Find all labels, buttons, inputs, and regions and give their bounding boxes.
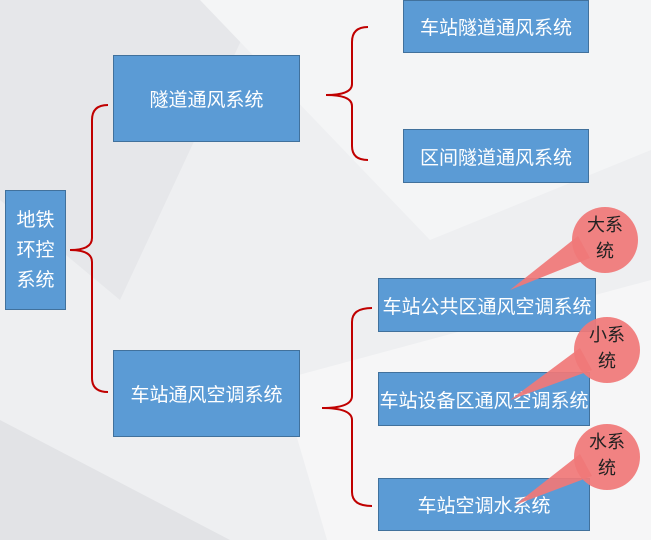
callout-water-system: 水系统 xyxy=(589,432,625,479)
node-tunnel-ventilation: 隧道通风系统 xyxy=(113,55,300,142)
node-equipment-area-hvac: 车站设备区通风空调系统 xyxy=(378,372,590,426)
brace-station xyxy=(321,307,373,507)
root-label-line: 地铁 xyxy=(16,209,55,231)
callout-shape-big xyxy=(510,236,590,290)
node-station-tunnel-ventilation: 车站隧道通风系统 xyxy=(403,0,589,53)
node-public-area-hvac: 车站公共区通风空调系统 xyxy=(378,278,596,332)
node-station-hvac: 车站通风空调系统 xyxy=(113,350,300,437)
root-label-line: 系统 xyxy=(16,269,55,291)
callout-shape-water xyxy=(515,454,592,505)
callout-shape-small xyxy=(510,348,592,400)
root-node: 地铁 环控 系统 xyxy=(5,190,66,310)
node-section-tunnel-ventilation: 区间隧道通风系统 xyxy=(403,129,589,183)
brace-root xyxy=(69,104,109,393)
callout-small-system: 小系统 xyxy=(589,325,625,372)
callout-big-system: 大系统 xyxy=(587,215,623,262)
root-label-line: 环控 xyxy=(16,239,55,261)
brace-tunnel xyxy=(325,26,369,161)
